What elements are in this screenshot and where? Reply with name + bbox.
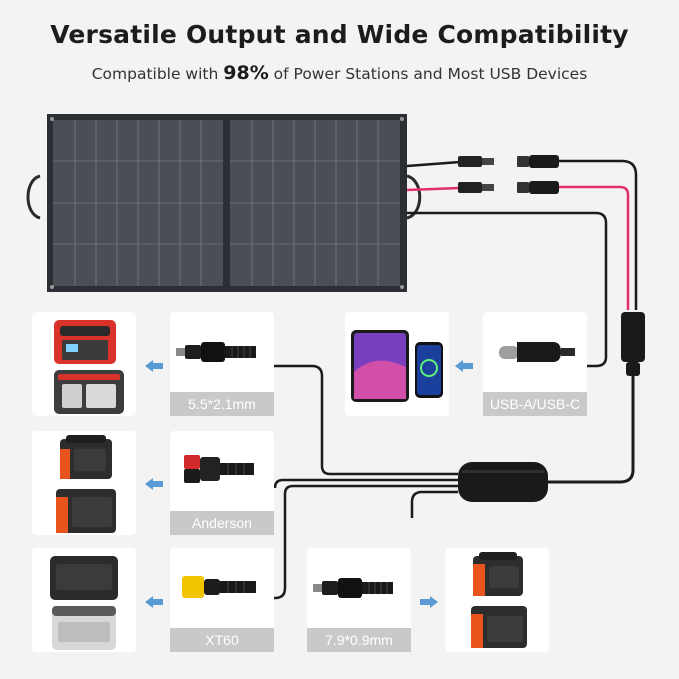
xt60-plug-icon (182, 576, 256, 598)
power-station-icon (56, 435, 116, 533)
connector-label: USB-A/USB-C (483, 392, 587, 416)
arrow-left-icon (145, 360, 163, 372)
connector-card-usb: USB-A/USB-C (483, 312, 587, 416)
subtitle-text-end: of Power Stations and Most USB Devices (268, 65, 588, 83)
device-card-power-stations-anderson (32, 431, 136, 535)
solar-panel-icon (26, 114, 422, 292)
connector-label: Anderson (170, 511, 274, 535)
device-card-power-stations-dc (32, 312, 136, 416)
arrow-left-icon (145, 478, 163, 490)
connector-card-dc5521: 5.5*2.1mm (170, 312, 274, 416)
power-station-icon (50, 556, 118, 650)
connector-card-anderson: Anderson (170, 431, 274, 535)
device-card-power-stations-xt60 (32, 548, 136, 652)
mc4-connector-icon (458, 155, 559, 194)
arrow-right-icon (420, 596, 438, 608)
cable-hub-icon (458, 462, 548, 502)
subtitle-text: Compatible with (91, 65, 224, 83)
arrow-left-icon (145, 596, 163, 608)
connector-label: 7.9*0.9mm (307, 628, 411, 652)
usb-c-plug-icon (499, 342, 575, 362)
connector-label: XT60 (170, 628, 274, 652)
connector-label: 5.5*2.1mm (170, 392, 274, 416)
device-card-power-stations-dc7909 (445, 548, 549, 652)
subtitle-percentage: 98% (223, 62, 269, 84)
dc-barrel-plug-icon (176, 342, 256, 362)
page-subtitle: Compatible with 98% of Power Stations an… (0, 62, 679, 84)
page-title: Versatile Output and Wide Compatibility (50, 20, 629, 49)
anderson-plug-icon (184, 455, 254, 483)
tablet-phone-icon (351, 330, 443, 402)
dc-barrel-plug-icon (313, 578, 393, 598)
power-station-icon (471, 552, 527, 648)
arrow-left-icon (455, 360, 473, 372)
y-splitter-icon (621, 312, 645, 376)
connector-card-xt60: XT60 (170, 548, 274, 652)
connector-card-dc7909: 7.9*0.9mm (307, 548, 411, 652)
power-station-icon (54, 320, 124, 414)
device-card-tablet-phone (345, 312, 449, 416)
